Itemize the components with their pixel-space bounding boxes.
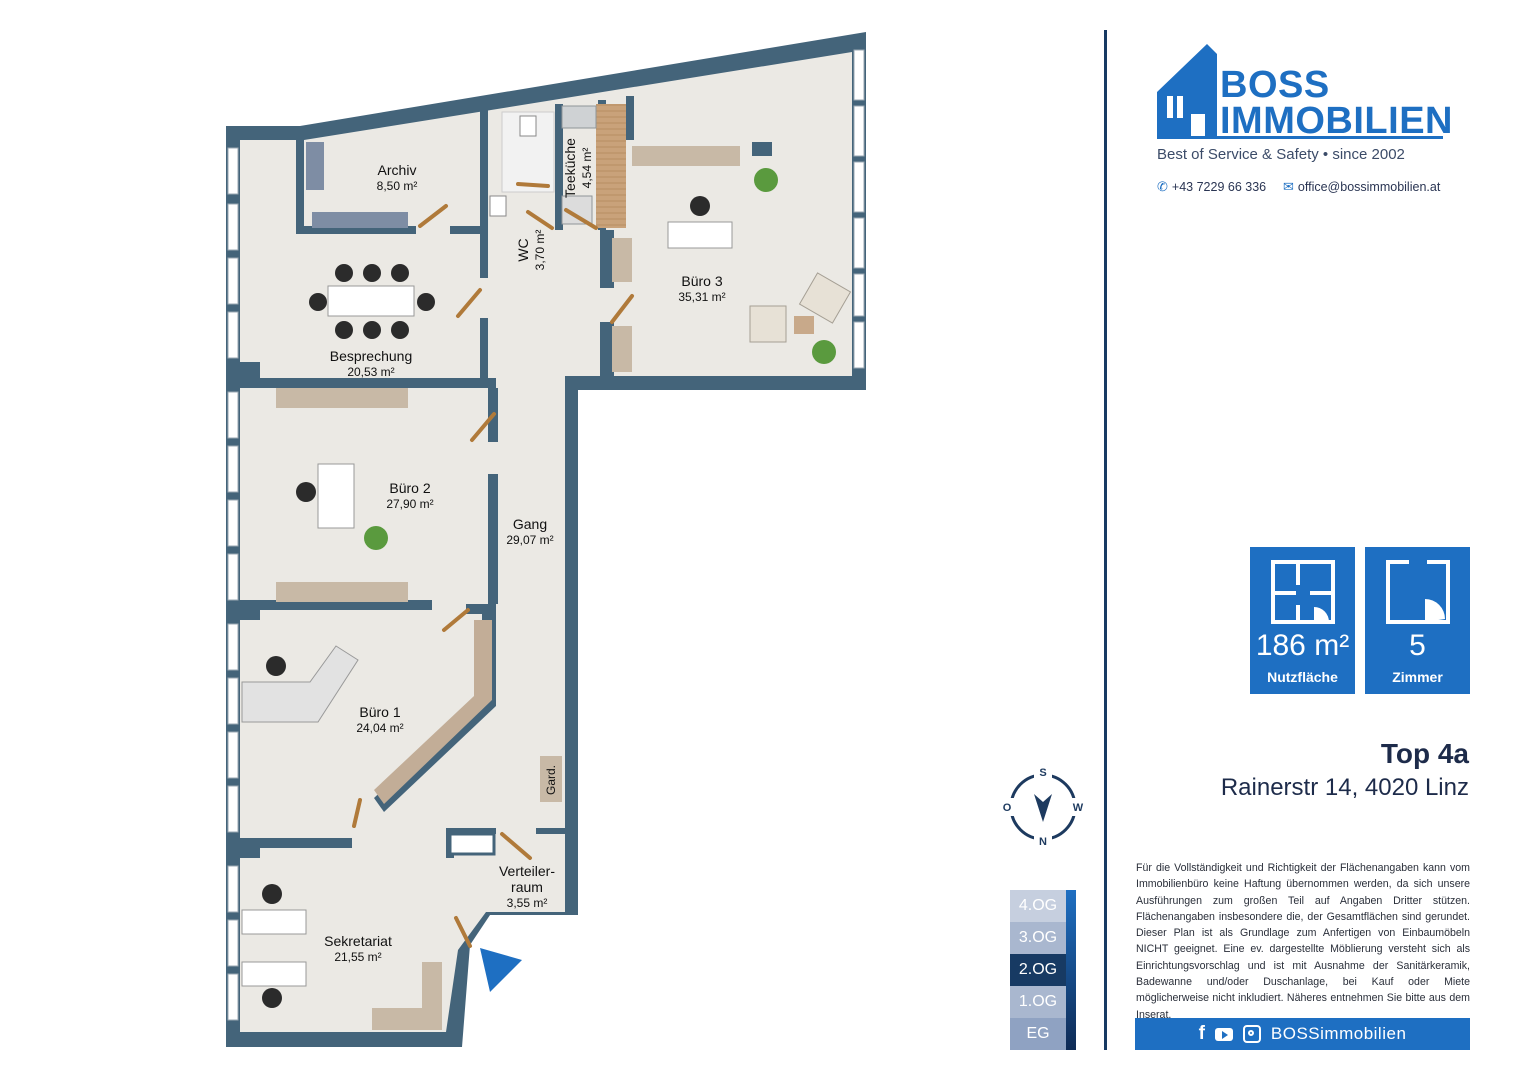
room-archiv-area: 8,50 m² — [377, 179, 418, 193]
room-gard-name: Gard. — [544, 765, 558, 795]
facebook-icon[interactable]: f — [1198, 1023, 1205, 1044]
listing-address: Rainerstr 14, 4020 Linz — [1220, 774, 1469, 801]
room-door-icon — [1386, 560, 1450, 624]
chair-buero1 — [266, 656, 286, 676]
phone-number: +43 7229 66 336 — [1171, 180, 1267, 194]
room-gang-name: Gang — [513, 516, 547, 532]
brand-tagline: Best of Service & Safety • since 2002 — [1157, 146, 1405, 163]
room-wc-name: WC — [515, 238, 531, 261]
chair-buero2 — [296, 482, 316, 502]
brand-name-line1: BOSS — [1220, 64, 1330, 106]
room-besprechung-name: Besprechung — [330, 348, 413, 364]
email-address: office@bossimmobilien.at — [1297, 180, 1441, 194]
meeting-chairs — [309, 264, 435, 339]
email-icon: ✉ — [1283, 179, 1294, 194]
room-buero3-area: 35,31 m² — [678, 290, 725, 304]
wc-sink — [489, 195, 507, 217]
floor-3og[interactable]: 3.OG — [1010, 922, 1066, 954]
desk-buero2 — [317, 463, 355, 529]
rooms-stat-box: 5 Zimmer — [1365, 547, 1470, 694]
armchair-2 — [749, 305, 787, 343]
plant-3 — [364, 526, 388, 550]
toilet — [519, 115, 537, 137]
room-buero1-area: 24,04 m² — [356, 721, 403, 735]
disclaimer-text: Für die Vollständigkeit und Richtigkeit … — [1136, 862, 1470, 1021]
desk-buero3 — [667, 221, 733, 249]
instagram-icon[interactable] — [1242, 1025, 1261, 1043]
compass-west: W — [1073, 802, 1084, 814]
room-sekretariat-area: 21,55 m² — [334, 950, 381, 964]
armchair-1 — [798, 272, 852, 324]
desk-sekretariat-2 — [241, 961, 307, 987]
youtube-icon[interactable] — [1214, 1027, 1233, 1041]
social-bar[interactable]: f BOSSimmobilien — [1135, 1018, 1470, 1050]
floor-plan: Archiv 8,50 m² Besprechung 20,53 m² WC 3… — [226, 32, 866, 1047]
social-handle[interactable]: BOSSimmobilien — [1270, 1024, 1407, 1043]
desk-buero1 — [241, 645, 359, 723]
email-contact[interactable]: ✉ office@bossimmobilien.at — [1283, 179, 1440, 195]
floor-4og[interactable]: 4.OG — [1010, 890, 1066, 922]
desk-sekretariat-1 — [241, 909, 307, 935]
floor-2og-active[interactable]: 2.OG — [1010, 954, 1066, 986]
rooms-label: Zimmer — [1392, 669, 1443, 685]
compass-south: S — [1039, 767, 1046, 779]
area-stat-box: 186 m² Nutzfläche — [1250, 547, 1355, 694]
archive-shelves — [306, 142, 408, 228]
room-verteiler-area: 3,55 m² — [507, 896, 548, 910]
area-label: Nutzfläche — [1267, 669, 1338, 685]
room-verteiler-name-1: Verteiler- — [499, 863, 555, 879]
phone-icon: ✆ — [1157, 179, 1168, 194]
boss-logo-icon — [1157, 44, 1443, 139]
floor-selector: 4.OG 3.OG 2.OG 1.OG EG — [1010, 890, 1076, 1050]
floor-bar — [1066, 890, 1076, 1050]
panel-divider — [1104, 30, 1107, 1050]
distribution-cabinet — [448, 832, 496, 856]
room-buero2-area: 27,90 m² — [386, 497, 433, 511]
cabinets — [276, 146, 740, 1030]
entrance-arrow — [480, 948, 522, 992]
plant-2 — [812, 340, 836, 364]
floor-eg[interactable]: EG — [1010, 1018, 1066, 1050]
room-teekueche-area: 4,54 m² — [580, 148, 594, 189]
chair-sekretariat-2 — [262, 988, 282, 1008]
kitchen-counter — [596, 104, 626, 228]
area-value: 186 m² — [1255, 629, 1350, 662]
doors — [352, 182, 634, 948]
room-sekretariat-name: Sekretariat — [324, 933, 392, 949]
windows — [227, 49, 865, 1021]
brand-name-line2: IMMOBILIEN — [1220, 100, 1453, 142]
compass-icon: S N O W — [1002, 766, 1086, 848]
room-wc-area: 3,70 m² — [533, 230, 547, 271]
compass-north: N — [1039, 836, 1047, 848]
rooms-value: 5 — [1409, 629, 1426, 662]
plant-1 — [754, 168, 778, 192]
floor-1og[interactable]: 1.OG — [1010, 986, 1066, 1018]
room-buero2-name: Büro 2 — [389, 480, 430, 496]
room-verteiler-name-2: raum — [511, 879, 543, 895]
side-table — [794, 316, 814, 334]
chair-sekretariat-1 — [262, 884, 282, 904]
compass-east: O — [1003, 802, 1012, 814]
room-buero3-name: Büro 3 — [681, 273, 722, 289]
chair-buero3 — [690, 196, 710, 216]
meeting-table — [327, 285, 415, 317]
floorplan-icon — [1271, 560, 1335, 624]
room-besprechung-area: 20,53 m² — [347, 365, 394, 379]
gang-wardrobe — [374, 620, 492, 804]
room-buero1-name: Büro 1 — [359, 704, 400, 720]
room-gang-area: 29,07 m² — [506, 533, 553, 547]
listing-title: Top 4a — [1380, 738, 1469, 769]
room-teekueche-name: Teeküche — [562, 138, 578, 198]
room-archiv-name: Archiv — [378, 162, 417, 178]
kitchen-sink — [561, 105, 597, 129]
phone-contact[interactable]: ✆ +43 7229 66 336 — [1157, 179, 1266, 195]
